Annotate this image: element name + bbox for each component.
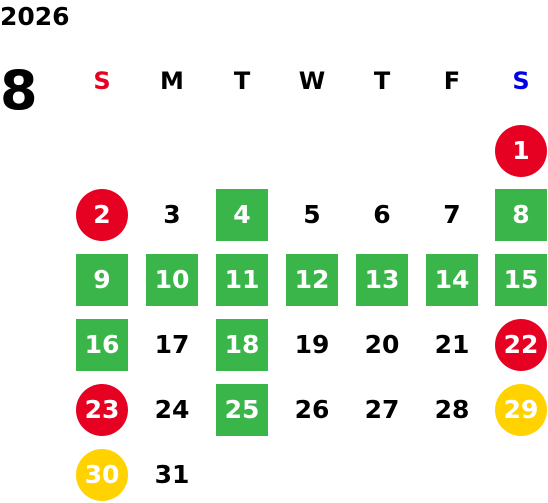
day-cell[interactable]: 24: [154, 395, 190, 424]
day-cell[interactable]: 18: [216, 319, 268, 371]
day-cell[interactable]: 28: [434, 395, 470, 424]
weekday-header: W: [298, 67, 326, 95]
day-cell[interactable]: 30: [76, 449, 128, 501]
weekday-header: T: [233, 67, 251, 95]
day-cell[interactable]: 13: [356, 254, 408, 306]
weekday-header: S: [93, 67, 111, 95]
day-cell[interactable]: 4: [216, 189, 268, 241]
day-cell[interactable]: 25: [216, 384, 268, 436]
day-cell[interactable]: 5: [303, 200, 321, 229]
calendar-month: 8: [0, 59, 38, 122]
day-cell[interactable]: 20: [364, 330, 400, 359]
day-cell[interactable]: 14: [426, 254, 478, 306]
day-cell[interactable]: 16: [76, 319, 128, 371]
weekday-header: S: [512, 67, 530, 95]
day-cell[interactable]: 8: [495, 189, 547, 241]
day-cell[interactable]: 27: [364, 395, 400, 424]
day-cell[interactable]: 6: [373, 200, 391, 229]
day-cell[interactable]: 7: [443, 200, 461, 229]
weekday-header: F: [443, 67, 461, 95]
day-cell[interactable]: 17: [154, 330, 190, 359]
day-cell[interactable]: 23: [76, 384, 128, 436]
day-cell[interactable]: 22: [495, 319, 547, 371]
day-cell[interactable]: 1: [495, 125, 547, 177]
day-cell[interactable]: 2: [76, 189, 128, 241]
day-cell[interactable]: 21: [434, 330, 470, 359]
day-cell[interactable]: 19: [294, 330, 330, 359]
day-cell[interactable]: 11: [216, 254, 268, 306]
day-cell[interactable]: 9: [76, 254, 128, 306]
day-cell[interactable]: 15: [495, 254, 547, 306]
day-cell[interactable]: 10: [146, 254, 198, 306]
weekday-header: M: [160, 67, 184, 95]
day-cell[interactable]: 31: [154, 460, 190, 489]
day-cell[interactable]: 12: [286, 254, 338, 306]
day-cell[interactable]: 3: [163, 200, 181, 229]
day-cell[interactable]: 29: [495, 384, 547, 436]
day-cell[interactable]: 26: [294, 395, 330, 424]
weekday-header: T: [373, 67, 391, 95]
calendar-year: 2026: [0, 2, 70, 31]
